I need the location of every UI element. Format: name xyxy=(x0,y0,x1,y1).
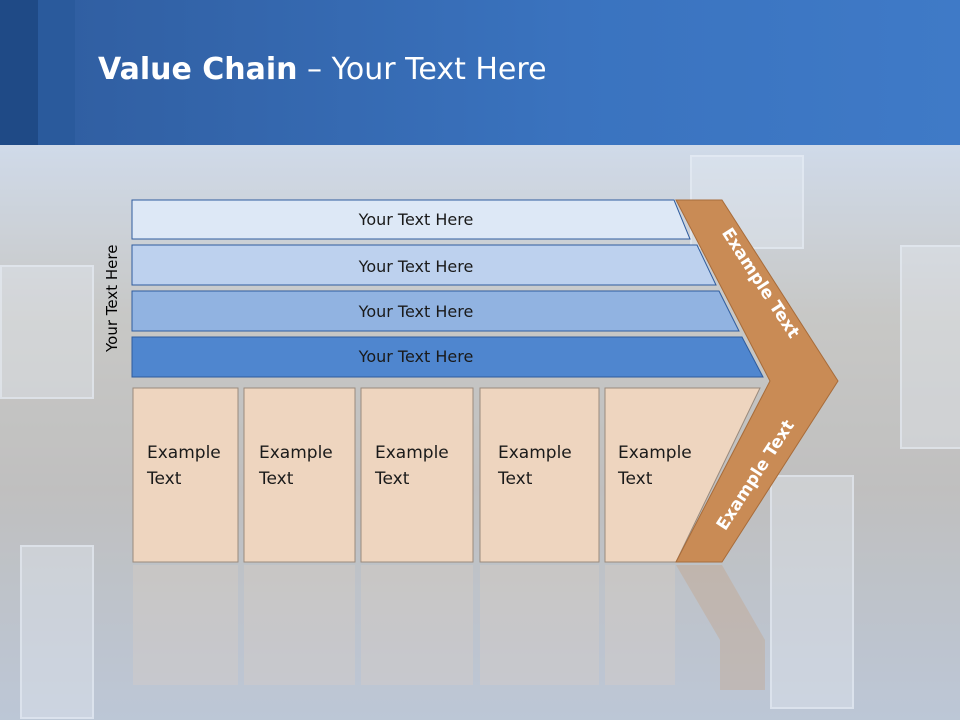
bar-2-label: Your Text Here xyxy=(358,257,474,276)
activity-box-2 xyxy=(243,387,356,563)
activity-box-1 xyxy=(132,387,239,563)
title-rest: – Your Text Here xyxy=(297,52,547,87)
reflection-chevron xyxy=(676,565,765,690)
activity-box-4 xyxy=(479,387,600,563)
bar-4 xyxy=(131,336,764,378)
box-2-line2: Text xyxy=(258,469,294,489)
box-3-line2: Text xyxy=(374,469,410,489)
bar-1 xyxy=(131,199,691,240)
box-5-line2: Text xyxy=(617,469,653,489)
bar-3 xyxy=(131,290,740,332)
reflection-box xyxy=(480,565,599,685)
reflection-box xyxy=(244,565,355,685)
header-accent xyxy=(38,0,75,145)
activity-box-3 xyxy=(360,387,474,563)
reflection-box xyxy=(605,565,675,685)
box-4-line1: Example xyxy=(498,443,572,463)
reflection-box xyxy=(361,565,473,685)
box-2-line1: Example xyxy=(259,443,333,463)
header-accent-dark xyxy=(0,0,38,145)
bar-1-label: Your Text Here xyxy=(358,210,474,229)
box-1-line2: Text xyxy=(146,469,182,489)
header-band: Value Chain – Your Text Here xyxy=(0,0,960,145)
bar-2 xyxy=(131,244,717,286)
bar-4-label: Your Text Here xyxy=(358,347,474,366)
reflection-group xyxy=(133,565,765,690)
bar-3-label: Your Text Here xyxy=(358,302,474,321)
box-5-line1: Example xyxy=(618,443,692,463)
title-bold: Value Chain xyxy=(98,52,298,87)
box-4-line2: Text xyxy=(497,469,533,489)
reflection-box xyxy=(133,565,238,685)
box-3-line1: Example xyxy=(375,443,449,463)
box-1-line1: Example xyxy=(147,443,221,463)
margin-chevron xyxy=(675,199,839,563)
page-title: Value Chain – Your Text Here xyxy=(98,52,547,87)
